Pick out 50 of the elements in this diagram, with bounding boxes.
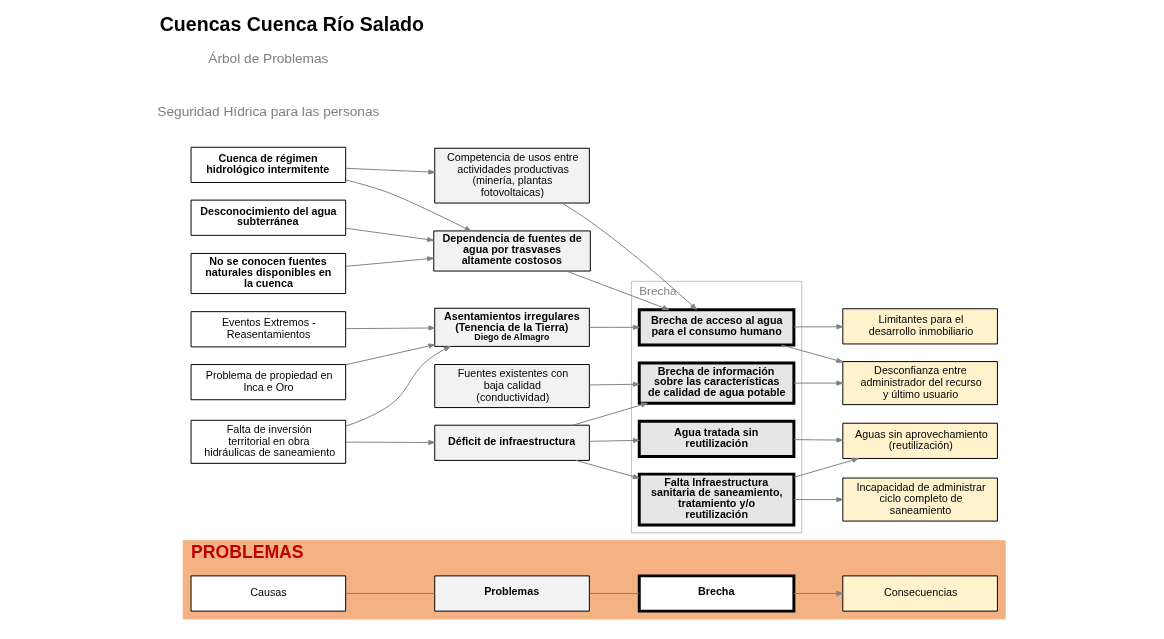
arrow xyxy=(793,590,843,597)
arrow xyxy=(793,324,843,330)
node-box: Brecha xyxy=(637,574,795,613)
arrow xyxy=(344,256,434,267)
node-box: Fuentes existentes con baja calidad (conductividad) xyxy=(433,364,590,409)
connector xyxy=(344,593,435,594)
node-box: Déficit de infraestructura xyxy=(433,424,590,461)
arrow xyxy=(561,202,697,310)
arrow xyxy=(344,346,451,427)
arrow xyxy=(793,457,859,478)
node-box: Asentamientos irregulares (Tenencia de la Tierra) Diego de Almagro xyxy=(433,307,590,347)
node-box: Agua tratada sin reutilización xyxy=(637,419,795,458)
connector xyxy=(588,593,640,594)
arrow xyxy=(344,167,435,175)
arrow xyxy=(793,380,843,386)
arrow xyxy=(344,343,435,366)
label: Seguridad Hídrica para las personas xyxy=(156,103,379,119)
node-box: Competencia de usos entre actividades productivas (minería, plantas fotovoltaicas) xyxy=(433,147,590,204)
node-box: Desconocimiento del agua subterránea xyxy=(190,199,346,236)
arrow xyxy=(793,497,843,503)
arrow xyxy=(344,325,435,331)
node-box: Brecha de información sobre las características de calidad de agua potable xyxy=(637,361,795,405)
label: Árbol de Problemas xyxy=(207,50,328,66)
node-box: Problema de propiedad en Inca e Oro xyxy=(190,364,346,401)
node-box: Limitantes para el desarrollo inmobiliario xyxy=(841,308,998,345)
diagram-title: Cuencas Cuenca Río Salado xyxy=(159,12,424,35)
arrow xyxy=(588,381,640,387)
arrow xyxy=(572,402,648,426)
arrow xyxy=(588,324,640,330)
arrow xyxy=(588,437,640,443)
node-box: Falta de inversión territorial en obra hidráulicas de saneamiento xyxy=(190,419,346,464)
node-box: Problemas xyxy=(433,575,590,612)
arrow xyxy=(344,179,472,232)
arrow xyxy=(575,459,640,479)
node-box: Cuenca de régimen hidrológico intermitente xyxy=(190,146,346,183)
node-box: Consecuencias xyxy=(841,575,998,612)
node-box: Eventos Extremos - Reasentamientos xyxy=(190,311,346,348)
arrow xyxy=(793,437,843,443)
node-box: Dependencia de fuentes de agua por trasvases altamente costosos xyxy=(432,230,591,272)
node-box: Aguas sin aprovechamiento (reutilización) xyxy=(841,422,998,459)
node-box: Falta Infraestructura sanitaria de saneamiento, tratamiento y/o reutilización xyxy=(637,472,795,527)
node-box: Causas xyxy=(190,575,346,612)
arrow xyxy=(780,344,843,363)
node-box: Desconfianza entre administrador del recurso y último usuario xyxy=(841,361,998,406)
node-box: Incapacidad de administrar ciclo completo de saneamiento xyxy=(841,477,998,522)
node-box: Brecha de acceso al agua para el consumo humano xyxy=(637,308,795,347)
arrow xyxy=(565,270,669,311)
node-box: No se conocen fuentes naturales disponibles en la cuenca xyxy=(190,252,346,295)
arrow xyxy=(344,439,435,445)
arrow xyxy=(344,227,434,243)
